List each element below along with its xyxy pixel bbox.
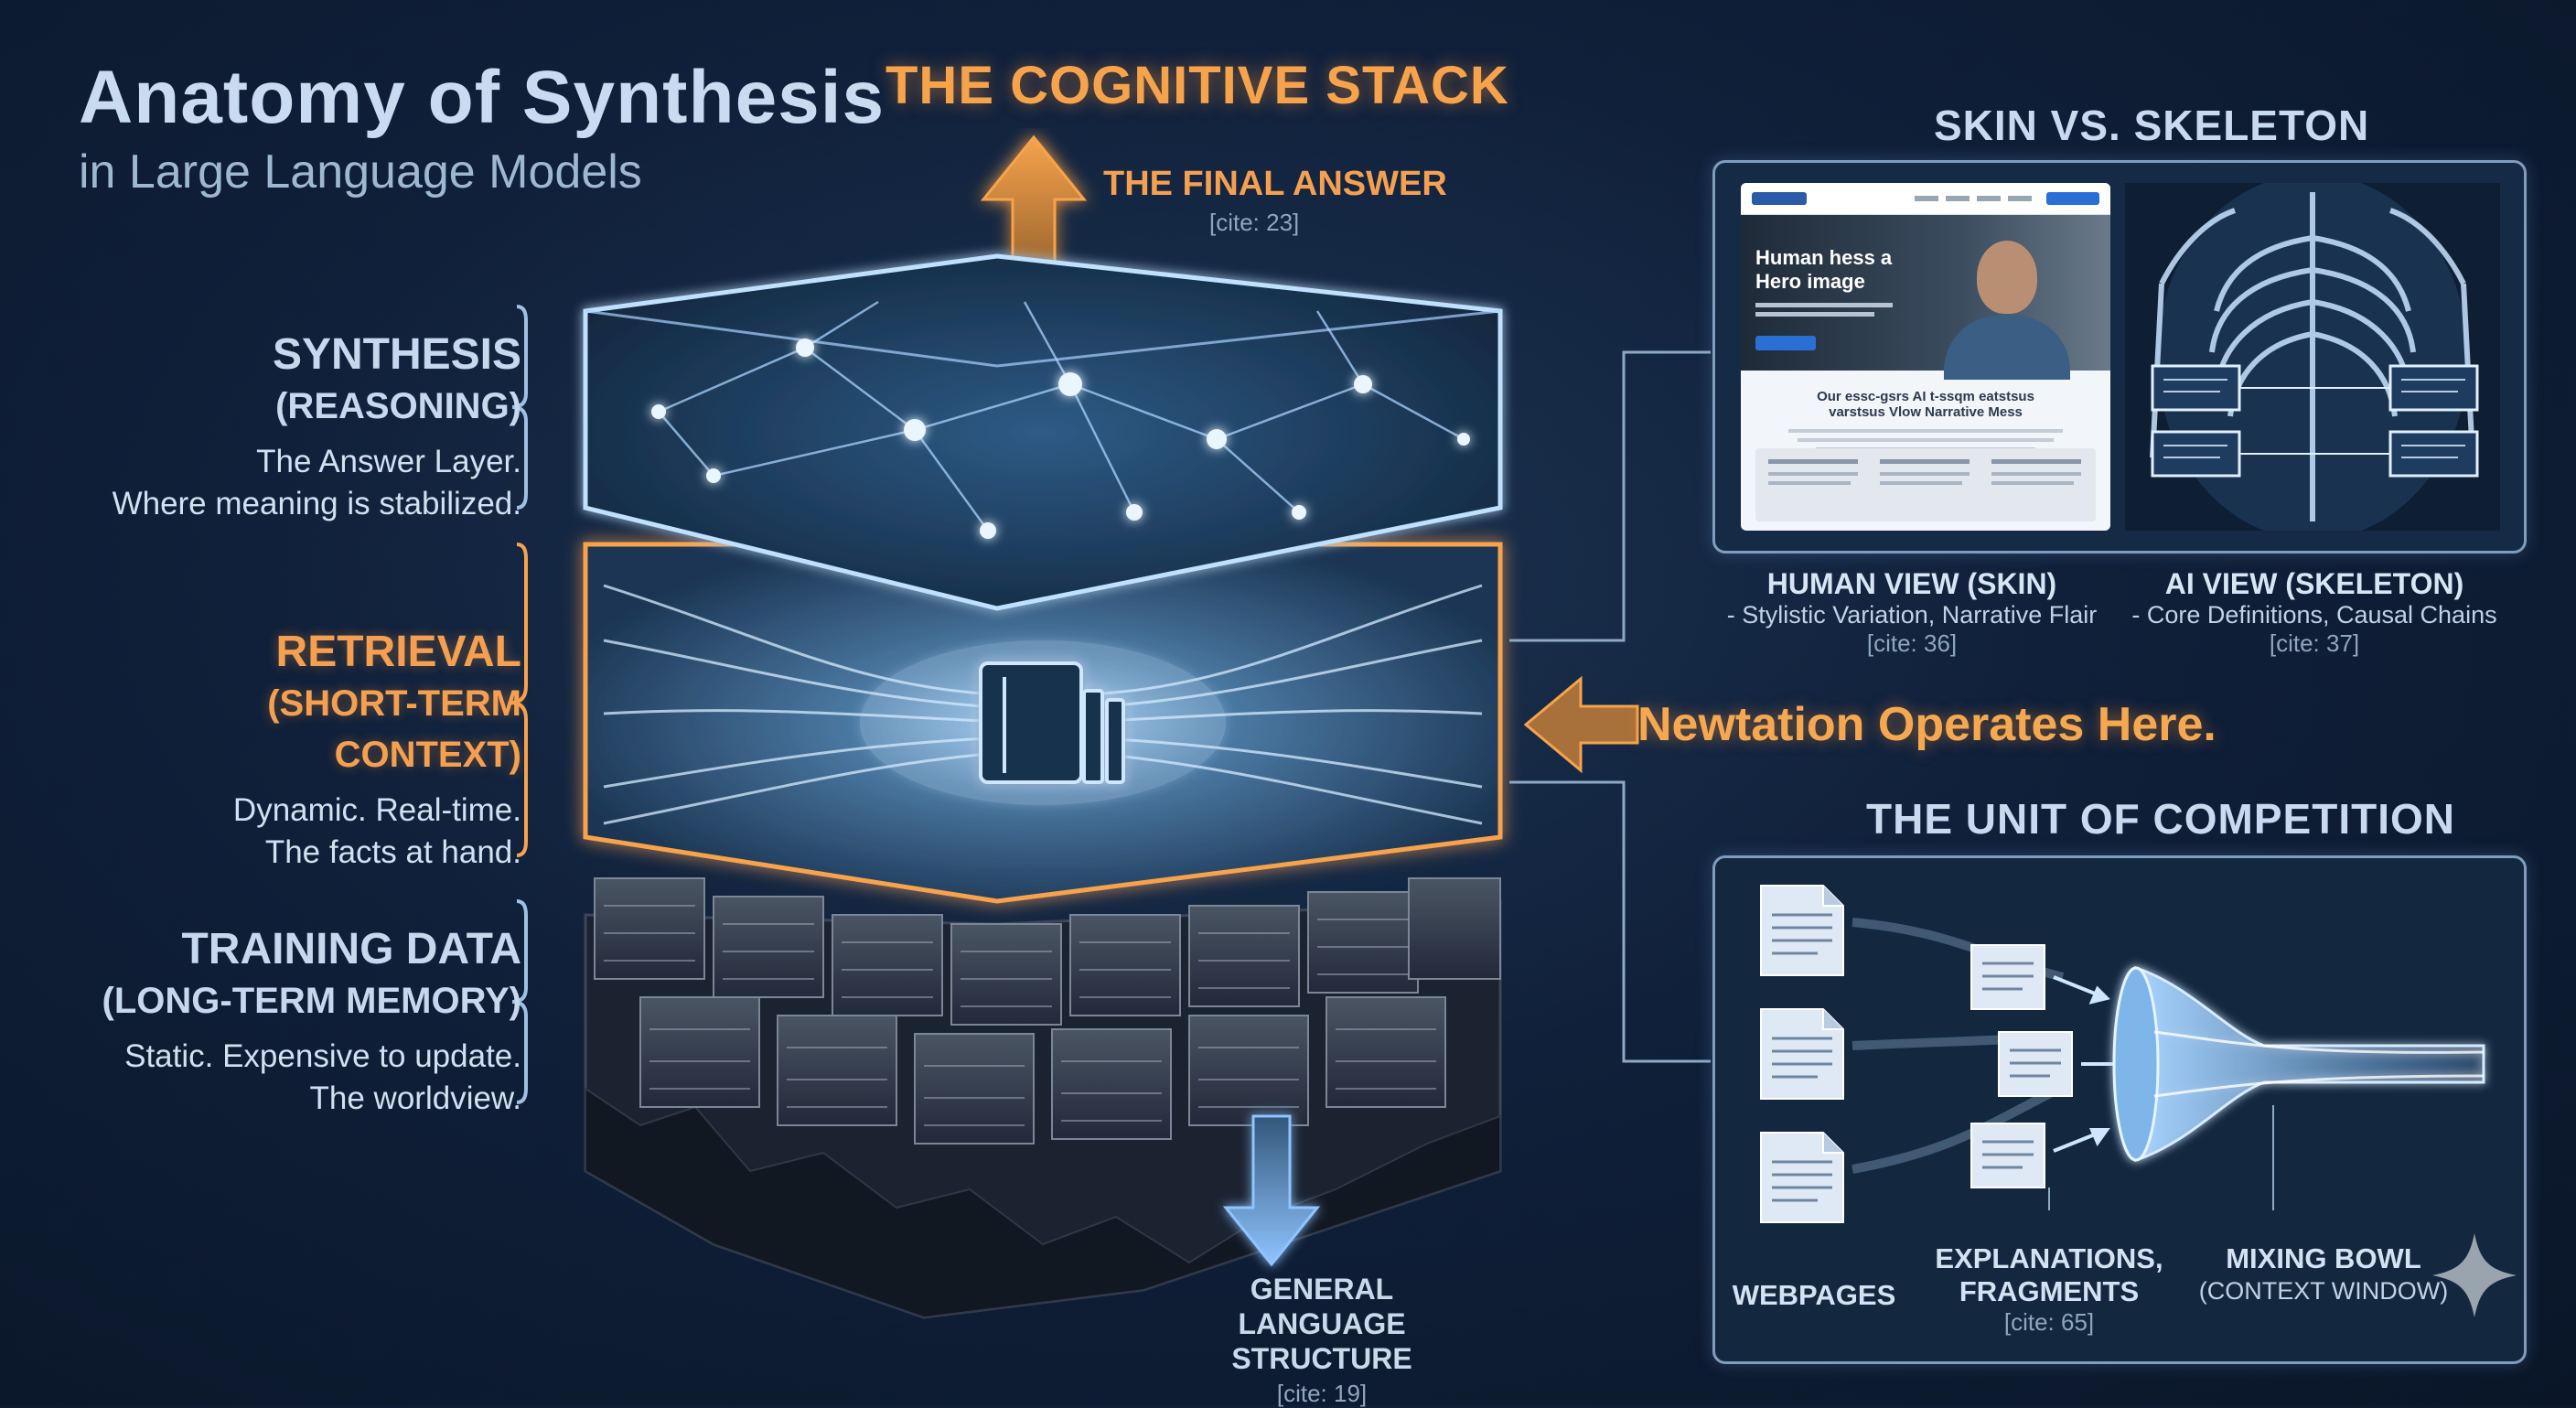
synthesis-bracket [511, 305, 528, 510]
retrieval-label-group: RETRIEVAL (SHORT-TERM CONTEXT) Dynamic. … [41, 627, 521, 874]
left-arrow-icon [1523, 675, 1639, 774]
connector-lines [1509, 350, 1711, 1063]
mixing-bowl-line2: (CONTEXT WINDOW) [2198, 1277, 2449, 1305]
unit-of-competition-diagram [1760, 885, 2517, 1317]
funnel-icon [2112, 965, 2485, 1163]
skeleton-data-boxes [2151, 364, 2479, 478]
training-desc-2: The worldview. [309, 1080, 521, 1116]
human-view-caption: HUMAN VIEW (SKIN) - Stylistic Variation,… [1720, 567, 2104, 658]
stack-title: THE COGNITIVE STACK [886, 56, 1509, 115]
mixing-bowl-label: MIXING BOWL (CONTEXT WINDOW) [2191, 1242, 2456, 1306]
mock-feature-row [1755, 448, 2096, 521]
mock-logo [1752, 192, 1807, 205]
mock-section-line2: varstsus Vlow Narrative Mess [1829, 404, 2023, 420]
explanations-line2: FRAGMENTS [1959, 1275, 2140, 1307]
final-answer-label: THE FINAL ANSWER [1103, 165, 1447, 203]
mock-hero-person-head [1977, 241, 2037, 314]
page-subtitle: in Large Language Models [79, 145, 642, 199]
cognitive-stack-graphic [583, 134, 1503, 1319]
ai-view-title: AI VIEW (SKELETON) [2164, 567, 2464, 600]
retrieval-bracket [510, 543, 528, 857]
synthesis-title: SYNTHESIS [272, 330, 521, 379]
general-language-label: GENERAL LANGUAGE STRUCTURE [cite: 19] [1180, 1272, 1464, 1408]
mock-section-line1: Our essc-gsrs AI t-ssqm eatstsus [1817, 389, 2034, 404]
retrieval-subtitle: (SHORT-TERM CONTEXT) [267, 683, 521, 775]
ai-view-skeleton [2125, 183, 2500, 531]
human-view-desc: - Stylistic Variation, Narrative Flair [1726, 601, 2098, 629]
human-view-cite: [cite: 36] [1866, 629, 1958, 657]
retrieval-desc-1: Dynamic. Real-time. [232, 792, 521, 828]
sparkle-icon [2432, 1233, 2517, 1317]
training-subtitle: (LONG-TERM MEMORY) [102, 981, 521, 1021]
ai-view-cite: [cite: 37] [2269, 629, 2360, 657]
explanations-cite: [cite: 65] [2003, 1308, 2095, 1336]
retrieval-layer [583, 542, 1503, 904]
final-answer-cite: [cite: 23] [1209, 209, 1300, 236]
newtation-callout: Newtation Operates Here. [1637, 698, 2216, 751]
fragment-cards [1970, 944, 2073, 1188]
synthesis-desc-2: Where meaning is stabilized. [112, 486, 521, 521]
skin-vs-skeleton-title: SKIN VS. SKELETON [1934, 102, 2370, 149]
synthesis-label-group: SYNTHESIS (REASONING) The Answer Layer. … [41, 329, 521, 525]
connector-unit-competition [1509, 780, 1711, 1063]
mock-hero-line1: Human hess a [1755, 246, 1893, 269]
synthesis-layer [583, 253, 1503, 611]
down-arrow-icon [1222, 1114, 1321, 1267]
explanations-label: EXPLANATIONS, FRAGMENTS [cite: 65] [1916, 1242, 2182, 1337]
general-language-line1: GENERAL LANGUAGE [1238, 1273, 1406, 1340]
mock-navbar [1741, 183, 2110, 215]
explanations-line1: EXPLANATIONS, [1935, 1242, 2163, 1274]
document-icon [1760, 1008, 1844, 1100]
webpages-label: WEBPAGES [1732, 1279, 1896, 1311]
mock-hero-button [1755, 336, 1816, 350]
training-label-group: TRAINING DATA (LONG-TERM MEMORY) Static.… [41, 924, 521, 1120]
human-view-webpage: Human hess a Hero image Our essc-gsrs AI… [1741, 183, 2110, 531]
retrieval-title: RETRIEVAL [275, 628, 521, 676]
unit-of-competition-panel: WEBPAGES EXPLANATIONS, FRAGMENTS [cite: … [1712, 855, 2527, 1364]
mock-nav-button [2046, 192, 2099, 205]
document-icon [1760, 885, 1844, 976]
page-title: Anatomy of Synthesis [79, 56, 886, 139]
ai-view-caption: AI VIEW (SKELETON) - Core Definitions, C… [2122, 567, 2506, 658]
unit-of-competition-title: THE UNIT OF COMPETITION [1866, 795, 2455, 843]
book-icon [979, 661, 1125, 784]
general-language-cite: [cite: 19] [1276, 1380, 1368, 1407]
general-language-line2: STRUCTURE [1231, 1342, 1412, 1375]
mock-hero-line2: Hero image [1755, 270, 1865, 293]
mock-section: Our essc-gsrs AI t-ssqm eatstsus varstsu… [1741, 371, 2110, 451]
synthesis-desc-1: The Answer Layer. [256, 444, 521, 479]
connector-skin-skeleton [1509, 350, 1711, 642]
synthesis-subtitle: (REASONING) [275, 386, 521, 426]
mock-hero-person-body [1944, 316, 2070, 380]
retrieval-desc-2: The facts at hand. [264, 834, 521, 870]
training-data-blocks [584, 877, 1502, 1319]
skin-vs-skeleton-panel: Human hess a Hero image Our essc-gsrs AI… [1712, 160, 2527, 554]
mixing-bowl-line1: MIXING BOWL [2226, 1242, 2421, 1274]
document-icon [1760, 1132, 1844, 1223]
training-title: TRAINING DATA [181, 925, 521, 973]
training-bracket [511, 899, 528, 1104]
layer-brackets [510, 305, 528, 1104]
mock-hero: Human hess a Hero image [1741, 215, 2110, 380]
human-view-title: HUMAN VIEW (SKIN) [1766, 567, 2057, 600]
training-desc-1: Static. Expensive to update. [124, 1038, 521, 1074]
ai-view-desc: - Core Definitions, Causal Chains [2131, 601, 2497, 629]
